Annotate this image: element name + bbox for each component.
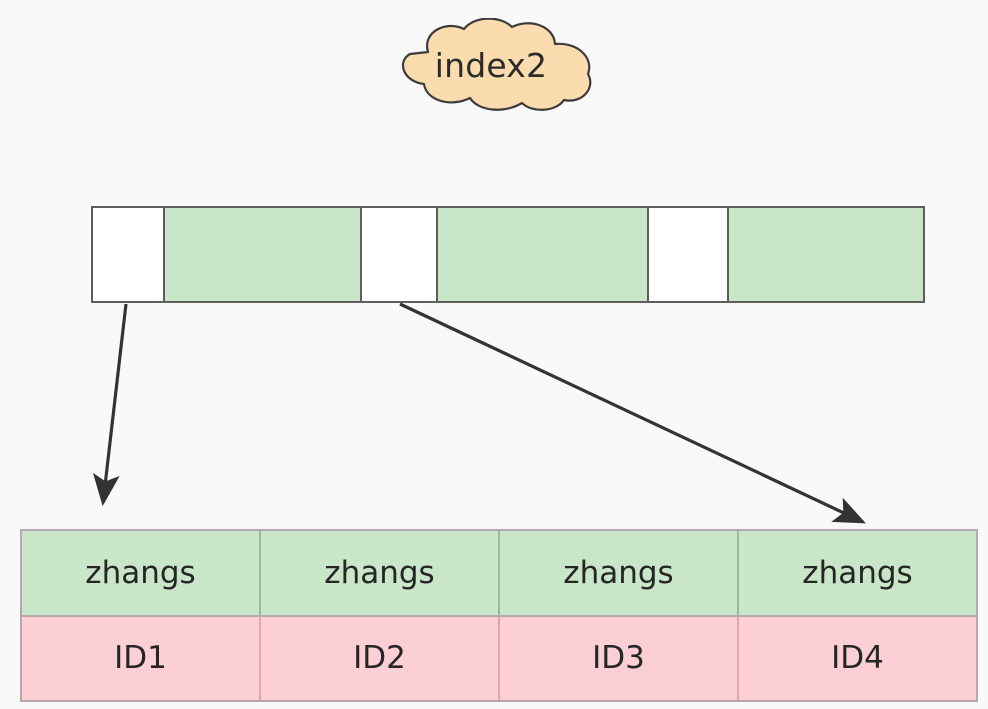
table-cell-id-2: ID2 <box>261 616 500 700</box>
cloud-node-index2[interactable]: index2 <box>382 18 600 112</box>
table-cell-id-1: ID1 <box>22 616 261 700</box>
arrow-slot2-to-id4 <box>399 302 866 524</box>
table-cell-id-3: ID3 <box>500 616 739 700</box>
records-table[interactable]: zhangs zhangs zhangs zhangs ID1 ID2 ID3 … <box>20 529 978 702</box>
table-cell-name-3: zhangs <box>500 531 739 615</box>
index-slot-1[interactable] <box>93 208 165 301</box>
index-block-3[interactable] <box>728 208 923 301</box>
index-bar[interactable] <box>91 206 925 303</box>
table-cell-id-4: ID4 <box>831 640 884 677</box>
index-block-1[interactable] <box>164 208 362 301</box>
index-slot-3[interactable] <box>649 208 729 301</box>
arrow-slot1-to-id1 <box>92 303 128 507</box>
index-block-2[interactable] <box>438 208 650 301</box>
table-cell-name-1: zhangs <box>22 531 261 615</box>
table-cell-name-4: zhangs <box>802 554 913 591</box>
index-slot-2[interactable] <box>361 208 439 301</box>
cloud-shape-icon <box>401 18 592 111</box>
id-row: ID1 ID2 ID3 ID4 <box>22 614 976 700</box>
name-row: zhangs zhangs zhangs zhangs <box>22 531 976 615</box>
table-cell-name-2: zhangs <box>261 531 500 615</box>
